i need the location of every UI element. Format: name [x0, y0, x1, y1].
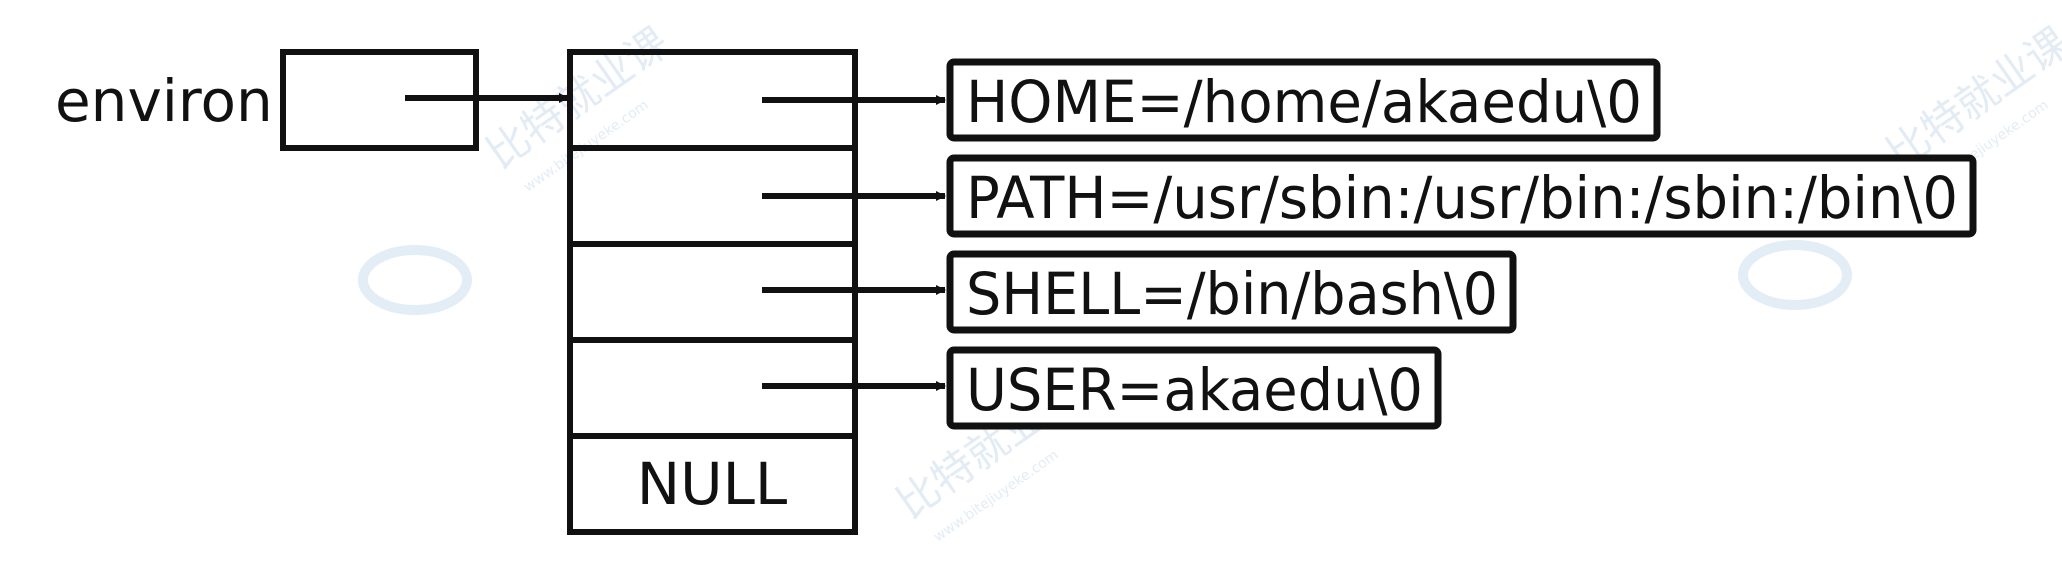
watermark-logo: [1738, 240, 1852, 310]
watermark-1: 比特就业课 www.bitejiuyeke.com: [478, 18, 678, 196]
env-string-box-home: [946, 58, 1661, 142]
env-string-box-shell: [946, 250, 1517, 334]
env-string-user: USER=akaedu\0: [966, 356, 1423, 424]
array-cell-null: [567, 433, 858, 535]
environ-label: environ: [55, 67, 273, 135]
env-string-path: PATH=/usr/sbin:/usr/bin:/sbin:/bin\0: [966, 164, 1958, 232]
env-string-home: HOME=/home/akaedu\0: [966, 68, 1642, 136]
env-string-box-user: [946, 346, 1442, 430]
env-string-shell: SHELL=/bin/bash\0: [966, 260, 1498, 328]
null-terminator-label: NULL: [637, 450, 787, 518]
env-string-box-path: [946, 154, 1977, 238]
watermark-logo: [358, 245, 472, 315]
